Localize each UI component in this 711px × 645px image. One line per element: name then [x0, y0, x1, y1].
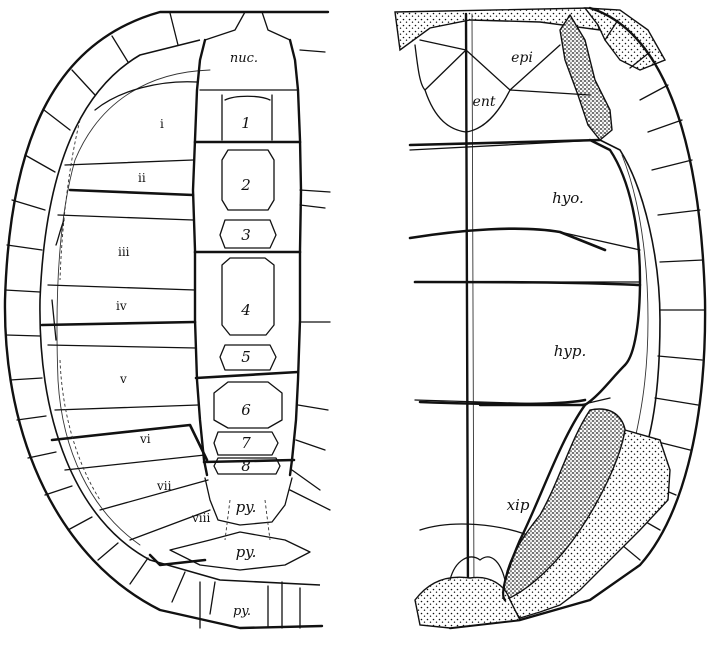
label-costal-i: i [160, 117, 164, 131]
carapace-rib-ends [290, 50, 330, 510]
label-neural-3: 3 [241, 226, 251, 244]
label-neural-6: 6 [241, 401, 251, 419]
label-costal-ii: ii [138, 171, 146, 185]
label-costal-vi: vi [139, 432, 151, 446]
nuchal-bone-outline [205, 12, 290, 40]
plastron-scute-lines [410, 140, 640, 404]
marginal-plate-sutures [5, 13, 300, 628]
neural-column-left [193, 40, 207, 475]
plastron: epi ent hyo. hyp. xip [395, 8, 705, 628]
label-costal-iii: iii [118, 245, 130, 259]
label-costal-iv: iv [116, 299, 127, 313]
costal-plate-sutures [48, 82, 210, 540]
label-hypoplastron: hyp. [554, 342, 587, 360]
label-neural-7: 7 [241, 434, 251, 452]
label-pygal-2: py. [236, 543, 257, 561]
label-costal-v: v [119, 372, 127, 386]
label-pygal-1: py. [236, 498, 257, 516]
costal-growth-lines [60, 120, 270, 540]
label-pygal-3: py. [233, 604, 251, 619]
label-neural-8: 8 [241, 457, 251, 475]
plastron-midline [466, 14, 468, 600]
carapace: nuc. 1 2 3 4 5 6 7 8 py. py. py. i ii ii… [5, 12, 330, 628]
label-neural-1: 1 [241, 114, 251, 132]
plastron-thin-line [622, 155, 648, 460]
marginal-thin-line [57, 70, 210, 545]
label-hyoplastron: hyo. [552, 189, 584, 207]
label-epiplastron: epi [511, 50, 533, 66]
label-xiphiplastron: xip [507, 496, 530, 514]
label-neural-5: 5 [241, 348, 251, 366]
label-neural-4: 4 [240, 301, 251, 319]
carapace-marginal-inner-edge [40, 40, 320, 585]
label-nuchal: nuc. [230, 51, 258, 66]
neural-column-right [290, 40, 301, 475]
label-costal-viii: viii [191, 511, 210, 525]
label-entoplastron: ent [473, 94, 496, 110]
label-neural-2: 2 [240, 176, 251, 194]
label-costal-vii: vii [156, 479, 172, 493]
